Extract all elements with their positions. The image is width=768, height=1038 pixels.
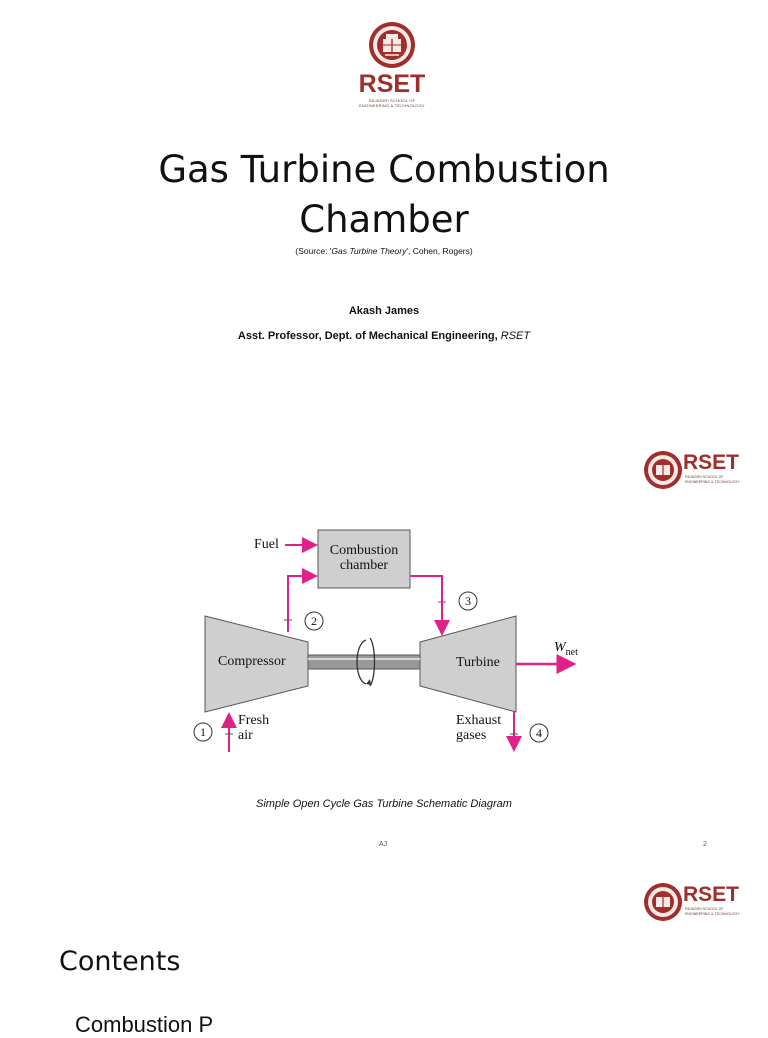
turbine-label: Turbine [456,655,500,670]
title-line-1: Gas Turbine Combustion [158,148,610,191]
combustion-chamber-box [317,529,411,589]
state-1-circle [193,722,213,742]
logo-subtitle-1: RAJAGIRI SCHOOL OF [685,907,724,911]
turbine-shape [419,615,517,713]
state-4-circle [529,723,549,743]
logo-wordmark: RSET [683,883,740,906]
state-3-label: 3 [465,594,471,608]
combustion-label-2: chamber [339,558,389,573]
logo-subtitle-1: RAJAGIRI SCHOOL OF [685,475,724,479]
page-number: 2 [703,841,707,848]
logo-subtitle-2: ENGINEERING & TECHNOLOGY [685,479,740,484]
source-suffix: ', Cohen, Rogers) [406,246,473,256]
state-3-circle [458,591,478,611]
role-org: RSET [500,330,531,342]
diagram-caption: Simple Open Cycle Gas Turbine Schematic … [256,798,512,810]
rset-logo: RSET RAJAGIRI SCHOOL OF ENGINEERING & TE… [352,20,432,110]
compressor-shape [204,615,309,713]
page-title: Gas Turbine Combustion Chamber [60,145,708,245]
title-line-2: Chamber [299,198,469,241]
logo-subtitle-2: ENGINEERING & TECHNOLOGY [359,103,425,108]
source-prefix: (Source: ' [295,246,332,256]
fuel-label: Fuel [254,537,279,552]
logo-subtitle-2: ENGINEERING & TECHNOLOGY [685,911,740,916]
diagram-drawing [193,529,577,752]
footer-initials: AJ [379,841,388,848]
source-book: Gas Turbine Theory [331,246,407,256]
logo-wordmark: RSET [683,451,740,474]
exhaust-label-1: Exhaust [456,713,502,728]
wnet-sub: net [565,646,578,658]
combustion-chamber-label: Combustion chamber [318,543,410,573]
wnet-w: W [554,640,566,655]
author-role: Asst. Professor, Dept. of Mechanical Eng… [0,330,768,342]
shaft [307,654,421,670]
contents-heading: Contents [59,946,181,977]
fresh-air-label: Fresh air [238,713,269,743]
flow-3-arrow [410,575,450,636]
wnet-label: Wnet [554,640,578,660]
compressor-label: Compressor [218,654,286,669]
source-citation: (Source: 'Gas Turbine Theory', Cohen, Ro… [0,246,768,256]
state-4-label: 4 [536,726,542,740]
rajagiri-seal-icon [644,451,682,489]
role-text: Asst. Professor, Dept. of Mechanical Eng… [237,330,501,342]
slide-title: RSET RAJAGIRI SCHOOL OF ENGINEERING & TE… [0,0,768,430]
fresh-label-2: air [238,728,253,743]
state-2-label: 2 [311,614,317,628]
rajagiri-seal-icon [644,883,682,921]
state-1-label: 1 [200,725,206,739]
combustion-label-1: Combustion [329,543,399,558]
flow-2-arrow [287,568,318,632]
logo-subtitle-1: RAJAGIRI SCHOOL OF [368,98,416,103]
rotation-icon [356,639,367,685]
gas-turbine-diagram: Fuel Combustion chamber Compressor Turbi… [180,520,600,760]
contents-item-partial: Combustion P [75,1012,214,1037]
rajagiri-seal-icon [369,22,415,68]
state-2-circle [304,611,324,631]
logo-wordmark: RSET [358,70,426,98]
exhaust-label: Exhaust gases [456,713,501,743]
exhaust-label-2: gases [456,728,487,743]
author-name: Akash James [348,305,420,317]
fresh-label-1: Fresh [238,713,270,728]
